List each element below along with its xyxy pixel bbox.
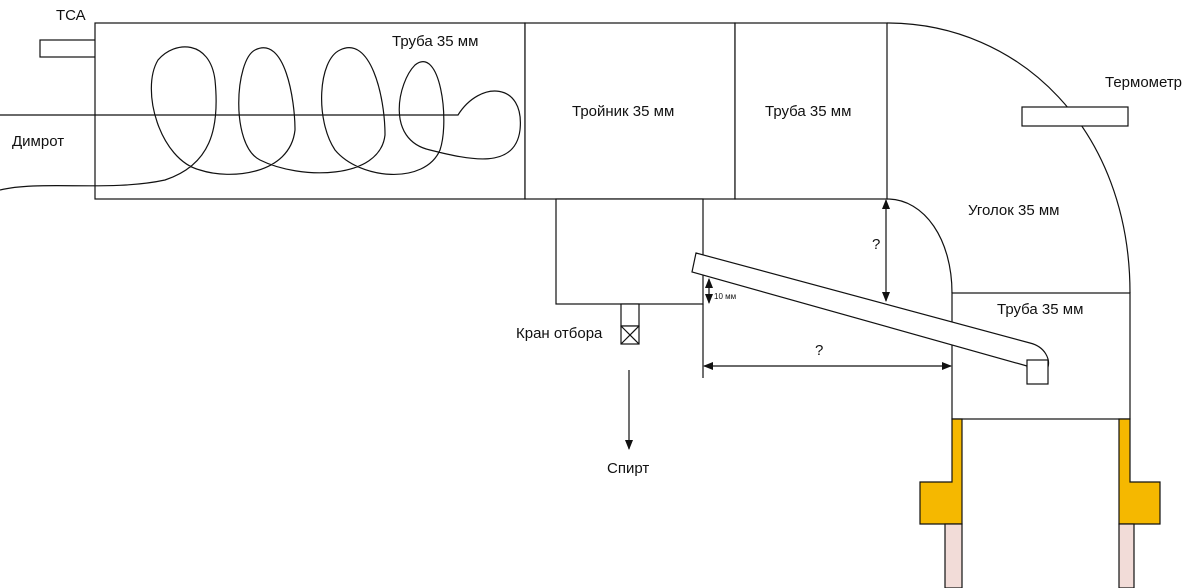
top-pipe-label: Труба 35 мм — [392, 33, 479, 50]
dimrot-label: Димрот — [12, 133, 65, 150]
thermometer-label: Термометр — [1105, 74, 1183, 91]
elbow-outer — [886, 22, 1131, 294]
bottom-pipe-label: Труба 35 мм — [997, 301, 1084, 318]
valve-stem — [620, 303, 640, 327]
dimroth-coil — [0, 46, 521, 191]
right-flange — [1118, 418, 1161, 525]
tee-body — [524, 22, 736, 200]
thermometer — [1021, 106, 1129, 127]
left-flange — [919, 418, 963, 525]
tsa-label: ТСА — [56, 7, 86, 24]
tee-outlet — [555, 198, 704, 305]
vertical-question-label: ? — [872, 236, 881, 253]
right-sleeve — [1118, 523, 1135, 588]
tsa-sensor — [39, 39, 103, 58]
middle-pipe — [734, 22, 888, 200]
elbow-inner — [886, 198, 953, 294]
middle-pipe-label: Труба 35 мм — [765, 103, 852, 120]
tee-label: Тройник 35 мм — [572, 103, 675, 120]
left-sleeve — [944, 523, 963, 588]
valve-label: Кран отбора — [516, 325, 603, 342]
alcohol-label: Спирт — [607, 460, 650, 477]
horizontal-question-label: ? — [815, 342, 824, 359]
ten-mm-label: 10 мм — [714, 292, 737, 301]
elbow-label: Уголок 35 мм — [968, 202, 1060, 219]
